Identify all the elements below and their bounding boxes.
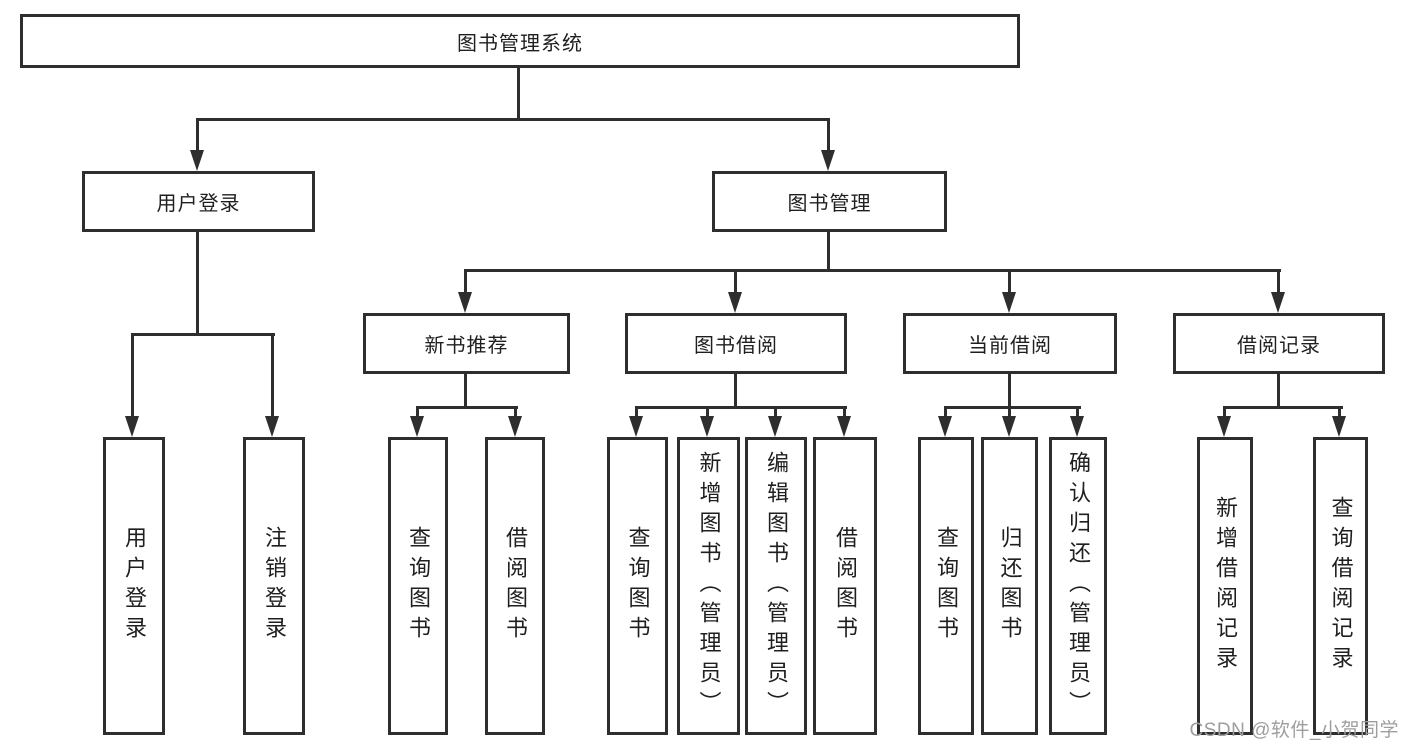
connector-drop-logout-leaf — [271, 333, 274, 416]
leaf-confirm-return-admin: 确认归还（管理员） — [1049, 437, 1107, 735]
node-root-label: 图书管理系统 — [457, 32, 583, 55]
leaf-borrow-books-newbook: 借阅图书 — [485, 437, 545, 735]
leaf-label: 确认归还（管理员） — [1066, 451, 1091, 721]
node-book-borrow: 图书借阅 — [625, 313, 847, 374]
connector-drop — [416, 406, 419, 418]
arrow-down-icon — [938, 416, 952, 437]
arrow-down-icon — [768, 416, 782, 437]
connector-book-borrow-bar — [635, 406, 847, 409]
leaf-query-books-borrow: 查询图书 — [607, 437, 668, 735]
connector-drop-book-borrow — [734, 269, 737, 294]
connector-drop — [706, 406, 709, 418]
node-user-login: 用户登录 — [82, 171, 315, 232]
connector-current-borrow-bar — [944, 406, 1081, 409]
arrow-down-icon — [1002, 292, 1016, 313]
leaf-label: 查询图书 — [406, 526, 431, 646]
leaf-label: 借阅图书 — [503, 526, 528, 646]
connector-drop — [1076, 406, 1079, 418]
node-book-management-label: 图书管理 — [787, 193, 872, 215]
connector-drop — [635, 406, 638, 418]
connector-book-borrow-stem — [734, 374, 737, 409]
arrow-down-icon — [1002, 416, 1016, 437]
node-current-borrow: 当前借阅 — [903, 313, 1117, 374]
connector-drop — [1338, 406, 1341, 418]
leaf-label: 新增借阅记录 — [1213, 496, 1238, 676]
connector-drop — [843, 406, 846, 418]
node-book-management: 图书管理 — [712, 171, 947, 232]
arrow-down-icon — [700, 416, 714, 437]
node-borrow-records-label: 借阅记录 — [1237, 335, 1321, 357]
connector-drop — [1223, 406, 1226, 418]
connector-drop-borrow-records — [1277, 269, 1280, 294]
connector-drop — [1008, 406, 1011, 418]
arrow-down-icon — [190, 150, 204, 171]
node-current-borrow-label: 当前借阅 — [968, 335, 1052, 357]
connector-drop-current-borrow — [1008, 269, 1011, 294]
leaf-edit-books-admin: 编辑图书（管理员） — [745, 437, 807, 735]
leaf-label: 编辑图书（管理员） — [764, 451, 789, 721]
leaf-user-login: 用户登录 — [103, 437, 165, 735]
leaf-query-books-newbook: 查询图书 — [388, 437, 448, 735]
leaf-label: 借阅图书 — [833, 526, 858, 646]
connector-borrow-records-bar — [1223, 406, 1343, 409]
node-root-system: 图书管理系统 — [20, 14, 1020, 68]
arrow-down-icon — [410, 416, 424, 437]
node-new-book-recommend: 新书推荐 — [363, 313, 570, 374]
leaf-label: 归还图书 — [997, 526, 1023, 646]
leaf-label: 注销登录 — [262, 526, 287, 646]
connector-drop-book-mgmt — [827, 118, 830, 152]
connector-root-bar — [196, 118, 830, 121]
arrow-down-icon — [458, 292, 472, 313]
leaf-return-books: 归还图书 — [981, 437, 1038, 735]
leaf-query-borrow-record: 查询借阅记录 — [1313, 437, 1368, 735]
connector-drop-new-book — [464, 269, 467, 294]
connector-current-borrow-stem — [1008, 374, 1011, 409]
connector-drop-user-login — [196, 118, 199, 152]
arrow-down-icon — [508, 416, 522, 437]
leaf-logout: 注销登录 — [243, 437, 305, 735]
connector-drop-login-leaf — [131, 333, 134, 416]
connector-drop — [514, 406, 517, 418]
connector-new-book-bar — [416, 406, 518, 409]
leaf-borrow-books-borrow: 借阅图书 — [813, 437, 877, 735]
leaf-add-borrow-record: 新增借阅记录 — [1197, 437, 1253, 735]
connector-user-login-stem — [196, 232, 199, 336]
leaf-label: 新增图书（管理员） — [696, 451, 722, 721]
leaf-label: 用户登录 — [122, 526, 147, 646]
node-borrow-records: 借阅记录 — [1173, 313, 1385, 374]
arrow-down-icon — [728, 292, 742, 313]
leaf-query-books-current: 查询图书 — [918, 437, 974, 735]
leaf-label: 查询图书 — [934, 526, 959, 646]
arrow-down-icon — [837, 416, 851, 437]
arrow-down-icon — [1271, 292, 1285, 313]
connector-book-mgmt-bar — [464, 269, 1281, 272]
csdn-watermark: CSDN @软件_小贺同学 — [1189, 720, 1399, 741]
arrow-down-icon — [1217, 416, 1231, 437]
leaf-add-books-admin: 新增图书（管理员） — [677, 437, 740, 735]
arrow-down-icon — [1070, 416, 1084, 437]
node-book-borrow-label: 图书借阅 — [694, 335, 778, 357]
leaf-label: 查询借阅记录 — [1328, 496, 1354, 676]
node-new-book-label: 新书推荐 — [424, 335, 509, 357]
connector-new-book-stem — [464, 374, 467, 409]
leaf-label: 查询图书 — [625, 526, 651, 646]
connector-book-mgmt-stem — [827, 232, 830, 272]
connector-root-stem — [517, 68, 520, 120]
connector-drop — [774, 406, 777, 418]
connector-drop — [944, 406, 947, 418]
arrow-down-icon — [629, 416, 643, 437]
node-user-login-label: 用户登录 — [156, 193, 241, 215]
arrow-down-icon — [125, 416, 139, 437]
connector-user-login-bar — [131, 333, 275, 336]
arrow-down-icon — [1332, 416, 1346, 437]
arrow-down-icon — [265, 416, 279, 437]
arrow-down-icon — [821, 150, 835, 171]
connector-borrow-records-stem — [1277, 374, 1280, 409]
